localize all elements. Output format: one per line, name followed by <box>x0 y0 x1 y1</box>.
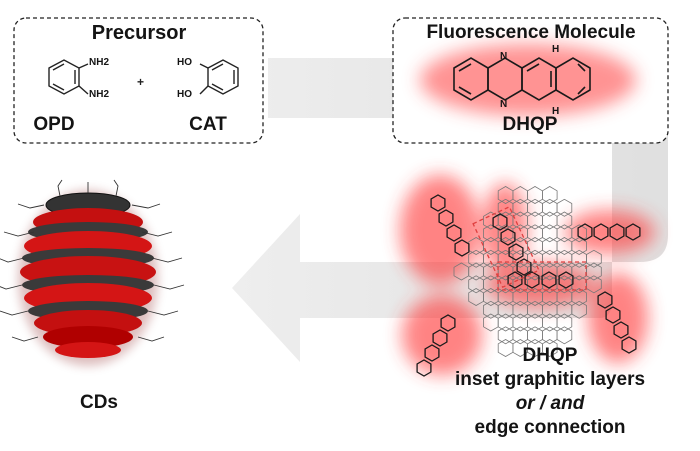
dhqp-ring <box>609 223 625 241</box>
graphene-ring <box>542 224 558 243</box>
dhqp-ring <box>440 314 456 332</box>
opd-structure <box>48 59 89 95</box>
caption-line-3: or / and <box>515 393 585 414</box>
graphene-ring <box>542 198 558 217</box>
cat-hydroxyl-top: HO <box>177 57 192 68</box>
dhqp-nitrogen-top: N <box>500 51 508 62</box>
dhqp-nitrogen-bottom: N <box>500 99 508 110</box>
precursor-box <box>13 17 264 144</box>
dhqp-ring <box>446 224 462 242</box>
dhqp-ring <box>430 194 446 212</box>
dhqp-ring <box>593 223 609 241</box>
graphene-ring <box>571 224 587 243</box>
graphene-ring <box>556 211 573 230</box>
dhqp-ring <box>507 271 523 289</box>
graphene-ring <box>527 211 543 230</box>
dhqp-ring <box>621 336 637 354</box>
dhqp-ring <box>597 291 613 309</box>
dhqp-ring <box>416 359 432 377</box>
dhqp-ring <box>577 223 593 241</box>
graphene-ring <box>497 326 514 345</box>
graphene-ring <box>527 198 543 217</box>
dhqp-units <box>416 194 641 377</box>
dhqp-ring <box>625 223 641 241</box>
dhqp-ring <box>605 306 621 324</box>
graphene-ring <box>527 186 543 204</box>
precursor-title: Precursor <box>91 22 187 44</box>
graphene-ring <box>556 313 573 332</box>
dhqp-ring <box>454 239 470 257</box>
opd-amine-top: NH2 <box>89 57 110 68</box>
graphene-ring <box>556 198 573 217</box>
cat-structure <box>199 59 239 95</box>
fluorescence-title: Fluorescence Molecule <box>426 22 636 43</box>
graphene-ring <box>571 300 587 319</box>
plus-sign: + <box>137 75 144 89</box>
graphene-ring <box>542 326 558 345</box>
dhqp-ring <box>558 271 574 289</box>
dhqp-ring <box>508 243 524 261</box>
graphene-ring <box>571 237 587 255</box>
dhqp-ring <box>613 321 629 339</box>
caption-line-1: DHQP <box>522 345 578 366</box>
graphene-ring <box>527 237 543 255</box>
dhqp-label: DHQP <box>502 114 558 135</box>
graphene-ring <box>527 326 543 345</box>
dhqp-glow <box>420 44 636 116</box>
graphene-ring <box>542 237 558 255</box>
dhqp-ring <box>432 329 448 347</box>
graphene-ring <box>542 339 558 357</box>
dhqp-ring <box>492 213 508 231</box>
dhqp-ring <box>424 344 440 362</box>
dhqp-hydrogen-bottom: H <box>552 106 560 117</box>
dhqp-hydrogen-top: H <box>552 44 560 55</box>
cat-label: CAT <box>189 114 227 135</box>
graphitic-structure-illustration <box>400 175 655 377</box>
graphene-ring <box>512 326 528 345</box>
dhqp-ring <box>438 209 454 227</box>
cat-hydroxyl-bottom: HO <box>177 89 192 100</box>
graphene-ring <box>571 288 587 306</box>
edge-molecules <box>0 179 185 342</box>
highlight-region-2 <box>497 261 587 291</box>
caption-line-4: edge connection <box>474 417 626 438</box>
opd-label: OPD <box>33 114 75 135</box>
carbon-dot-illustration <box>0 179 185 366</box>
graphene-ring <box>556 326 573 345</box>
cds-label: CDs <box>79 392 118 413</box>
dhqp-structure <box>453 57 591 101</box>
opd-amine-bottom: NH2 <box>89 89 110 100</box>
graphene-ring <box>542 211 558 230</box>
graphene-ring <box>586 249 602 268</box>
graphene-ring <box>542 186 558 204</box>
dhqp-ring <box>524 271 540 289</box>
dhqp-ring <box>516 258 532 276</box>
graphitic-layer-stack <box>20 192 156 358</box>
highlight-region <box>472 205 540 289</box>
caption-line-2: inset graphitic layers <box>454 369 646 390</box>
dhqp-ring <box>500 228 516 246</box>
graphene-ring <box>527 224 543 243</box>
dhqp-ring <box>541 271 557 289</box>
